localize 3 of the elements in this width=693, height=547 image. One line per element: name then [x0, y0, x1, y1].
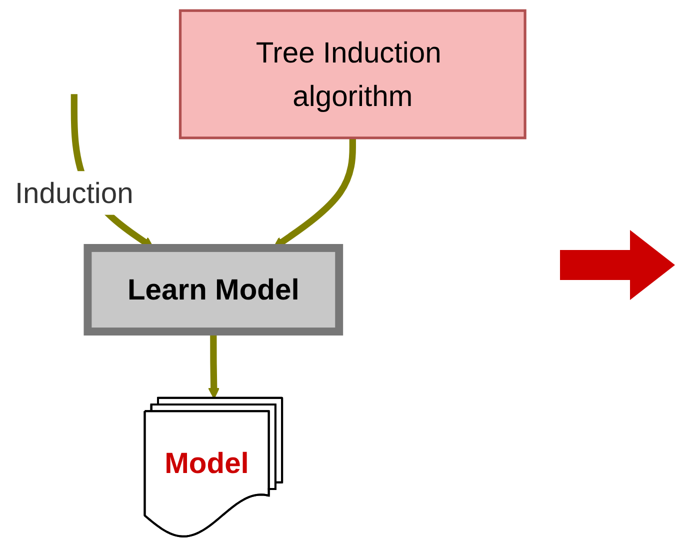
- node-box: Learn Model: [84, 244, 344, 336]
- edge-label: Induction: [14, 176, 134, 210]
- node-box: Tree Induction algorithm: [178, 9, 526, 140]
